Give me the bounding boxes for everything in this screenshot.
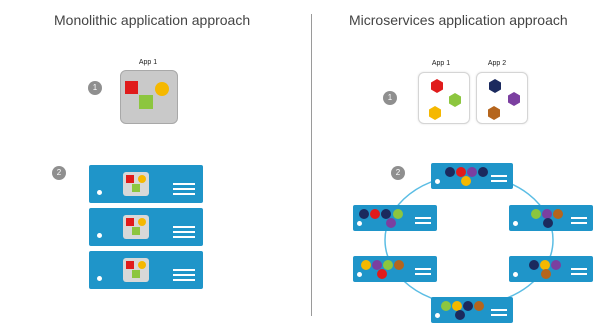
micro-server-top	[431, 163, 513, 189]
microservices-title: Microservices application approach	[349, 12, 568, 28]
app-instance	[123, 172, 149, 196]
brown-hex-service	[488, 106, 500, 120]
app-instance	[123, 215, 149, 239]
server-led	[97, 276, 102, 281]
svc-app1-label: App 1	[431, 60, 451, 67]
micro-server-lower-left	[353, 256, 437, 282]
micro-server-upper-right	[509, 205, 593, 231]
yellow-hex-service	[429, 106, 441, 120]
green-hex-service	[449, 93, 461, 107]
section-divider	[311, 14, 312, 316]
green-square-module	[139, 95, 153, 109]
mono-app-label: App 1	[138, 59, 158, 66]
cluster-ring	[384, 174, 554, 306]
red-square-module	[125, 81, 138, 94]
svc-app2-label: App 2	[487, 60, 507, 67]
server-led	[97, 233, 102, 238]
purple-hex-service	[508, 92, 520, 106]
microservice-app-1	[418, 72, 470, 124]
navy-hex-service	[489, 79, 501, 93]
monolithic-title: Monolithic application approach	[54, 12, 251, 28]
step-marker-2-mono: 2	[52, 166, 66, 180]
step-marker-2-micro: 2	[391, 166, 405, 180]
microservice-app-2	[476, 72, 528, 124]
app-instance	[123, 258, 149, 282]
app1-hexagons	[429, 79, 461, 120]
micro-server-upper-left	[353, 205, 437, 231]
server-led	[97, 190, 102, 195]
red-hex-service	[431, 79, 443, 93]
app2-hexagons	[488, 79, 520, 120]
mono-server-3	[89, 251, 203, 289]
mono-server-1	[89, 165, 203, 203]
micro-server-lower-right	[509, 256, 593, 282]
step-marker-1-micro: 1	[383, 91, 397, 105]
monolithic-app	[120, 70, 178, 124]
step-marker-1-mono: 1	[88, 81, 102, 95]
micro-server-bottom	[431, 297, 513, 323]
mono-server-2	[89, 208, 203, 246]
yellow-circle-module	[155, 82, 169, 96]
